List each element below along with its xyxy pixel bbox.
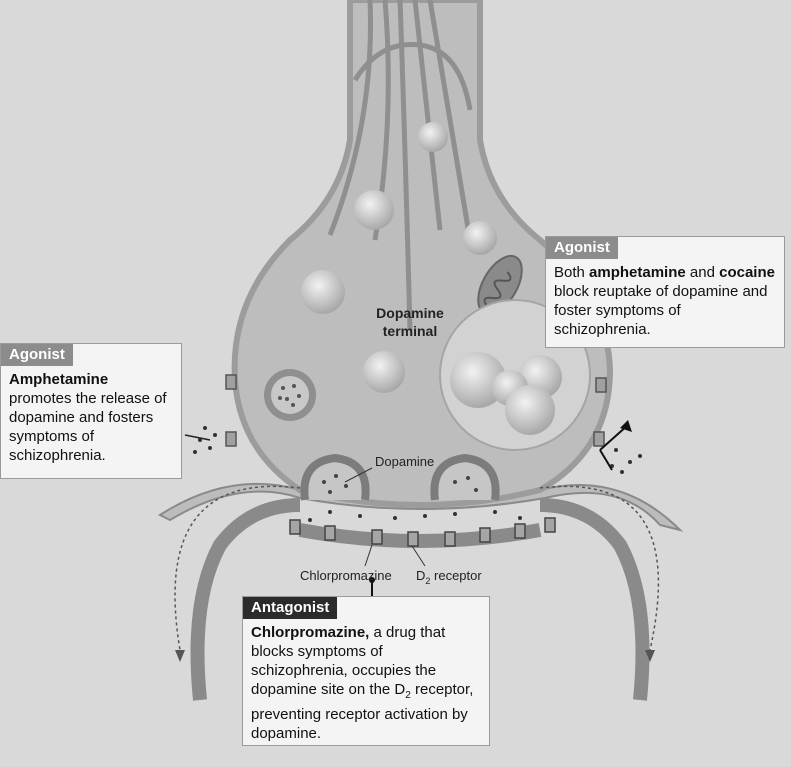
dopamine-label: Dopamine xyxy=(375,454,434,469)
d2-receptor-label: D2 receptor xyxy=(416,568,482,586)
callout-tag: Agonist xyxy=(546,237,618,259)
reuptake-block-tick xyxy=(599,449,613,471)
postsynaptic-band xyxy=(298,523,542,548)
callout-reuptake-block: Agonist Both amphetamine and cocaine blo… xyxy=(545,236,785,348)
left-callout-pointer xyxy=(184,434,211,441)
callout-text: Both amphetamine and cocaine block reupt… xyxy=(554,264,775,338)
released-dopamine xyxy=(193,426,642,522)
reuptake-transporters xyxy=(225,374,607,447)
reuptake-arrowhead xyxy=(620,420,632,432)
dopamine-label-pointer xyxy=(344,467,373,483)
chlorpromazine-label: Chlorpromazine xyxy=(300,568,392,583)
terminal-label-line2: terminal xyxy=(383,323,437,339)
d2-receptors xyxy=(289,517,556,547)
diffusion-arrows xyxy=(174,485,660,651)
dopamine-vesicle xyxy=(264,369,316,421)
callout-text: Amphetamine promotes the release of dopa… xyxy=(9,371,167,464)
callout-amphetamine-release: Agonist Amphetamine promotes the release… xyxy=(0,343,182,479)
receptor-pointer xyxy=(411,545,426,567)
diffusion-arrowhead-right xyxy=(645,650,655,662)
callout-chlorpromazine: Antagonist Chlorpromazine, a drug that b… xyxy=(242,596,490,746)
chlorpromazine-pointer xyxy=(364,544,373,567)
callout-tag: Agonist xyxy=(1,344,73,366)
postsynaptic-right-curve xyxy=(539,498,650,701)
vesicles xyxy=(301,122,497,393)
callout-tag: Antagonist xyxy=(243,597,338,619)
bottom-callout-dot xyxy=(369,577,375,583)
postsynaptic-left-curve xyxy=(190,498,301,701)
mitochondrion xyxy=(477,255,523,315)
releasing-vesicles xyxy=(300,453,500,501)
terminal-label-line1: Dopamine xyxy=(376,305,444,321)
reuptake-block-arrow xyxy=(599,424,629,451)
callout-text: Chlorpromazine, a drug that blocks sympt… xyxy=(251,624,474,742)
diffusion-arrowhead-left xyxy=(175,650,185,662)
